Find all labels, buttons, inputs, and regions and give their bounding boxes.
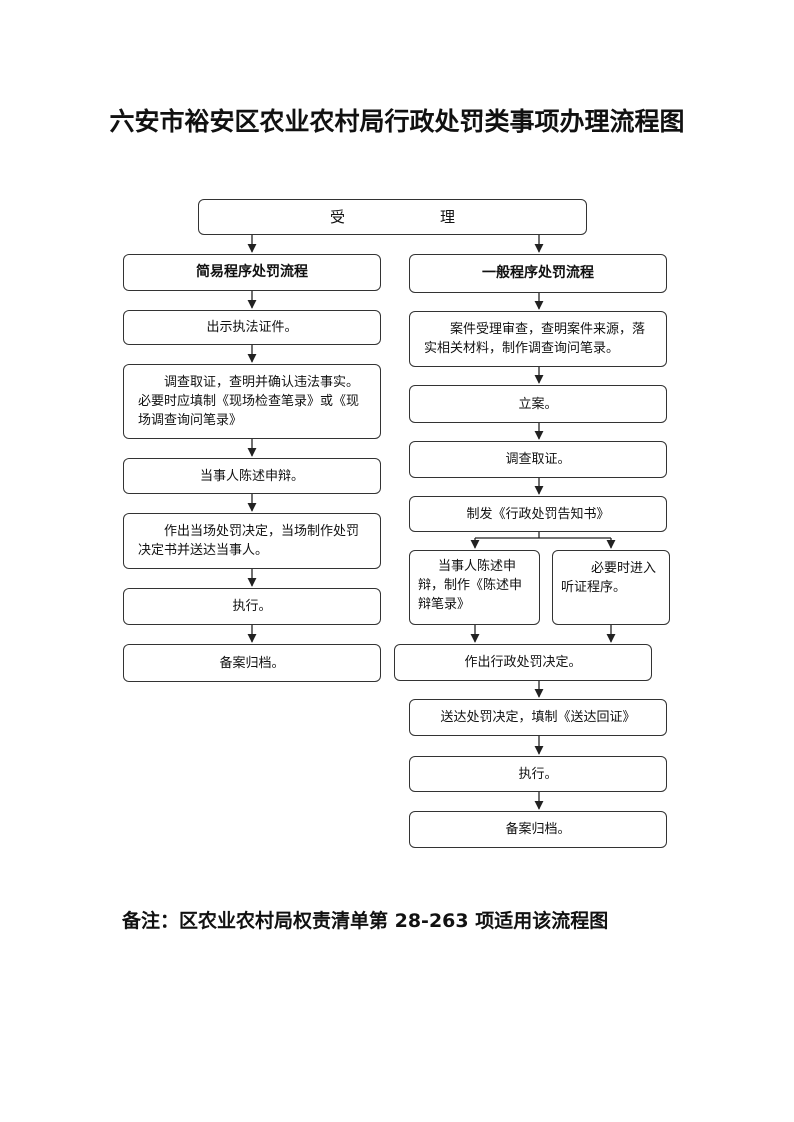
simple-step-4: 作出当场处罚决定，当场制作处罚决定书并送达当事人。 (123, 513, 381, 569)
general-step-2: 立案。 (409, 385, 667, 423)
general-step-4: 制发《行政处罚告知书》 (409, 496, 667, 532)
general-step-3: 调查取证。 (409, 441, 667, 478)
general-step-7: 作出行政处罚决定。 (394, 644, 652, 681)
accept-box: 受 理 (198, 199, 587, 235)
simple-step-5: 执行。 (123, 588, 381, 625)
footnote: 备注：区农业农村局权责清单第 28-263 项适用该流程图 (122, 910, 609, 932)
general-step-6: 必要时进入听证程序。 (552, 550, 670, 625)
general-step-5: 当事人陈述申辩，制作《陈述申辩笔录》 (409, 550, 540, 625)
simple-procedure-header: 简易程序处罚流程 (123, 254, 381, 291)
simple-step-3: 当事人陈述申辩。 (123, 458, 381, 494)
general-step-9: 执行。 (409, 756, 667, 792)
page-title: 六安市裕安区农业农村局行政处罚类事项办理流程图 (109, 107, 685, 136)
simple-step-6: 备案归档。 (123, 644, 381, 682)
general-procedure-header: 一般程序处罚流程 (409, 254, 667, 293)
general-step-8: 送达处罚决定，填制《送达回证》 (409, 699, 667, 736)
simple-step-1: 出示执法证件。 (123, 310, 381, 345)
general-step-1: 案件受理审查，查明案件来源，落实相关材料，制作调查询问笔录。 (409, 311, 667, 367)
simple-step-2: 调查取证，查明并确认违法事实。必要时应填制《现场检查笔录》或《现场调查询问笔录》 (123, 364, 381, 439)
general-step-10: 备案归档。 (409, 811, 667, 848)
